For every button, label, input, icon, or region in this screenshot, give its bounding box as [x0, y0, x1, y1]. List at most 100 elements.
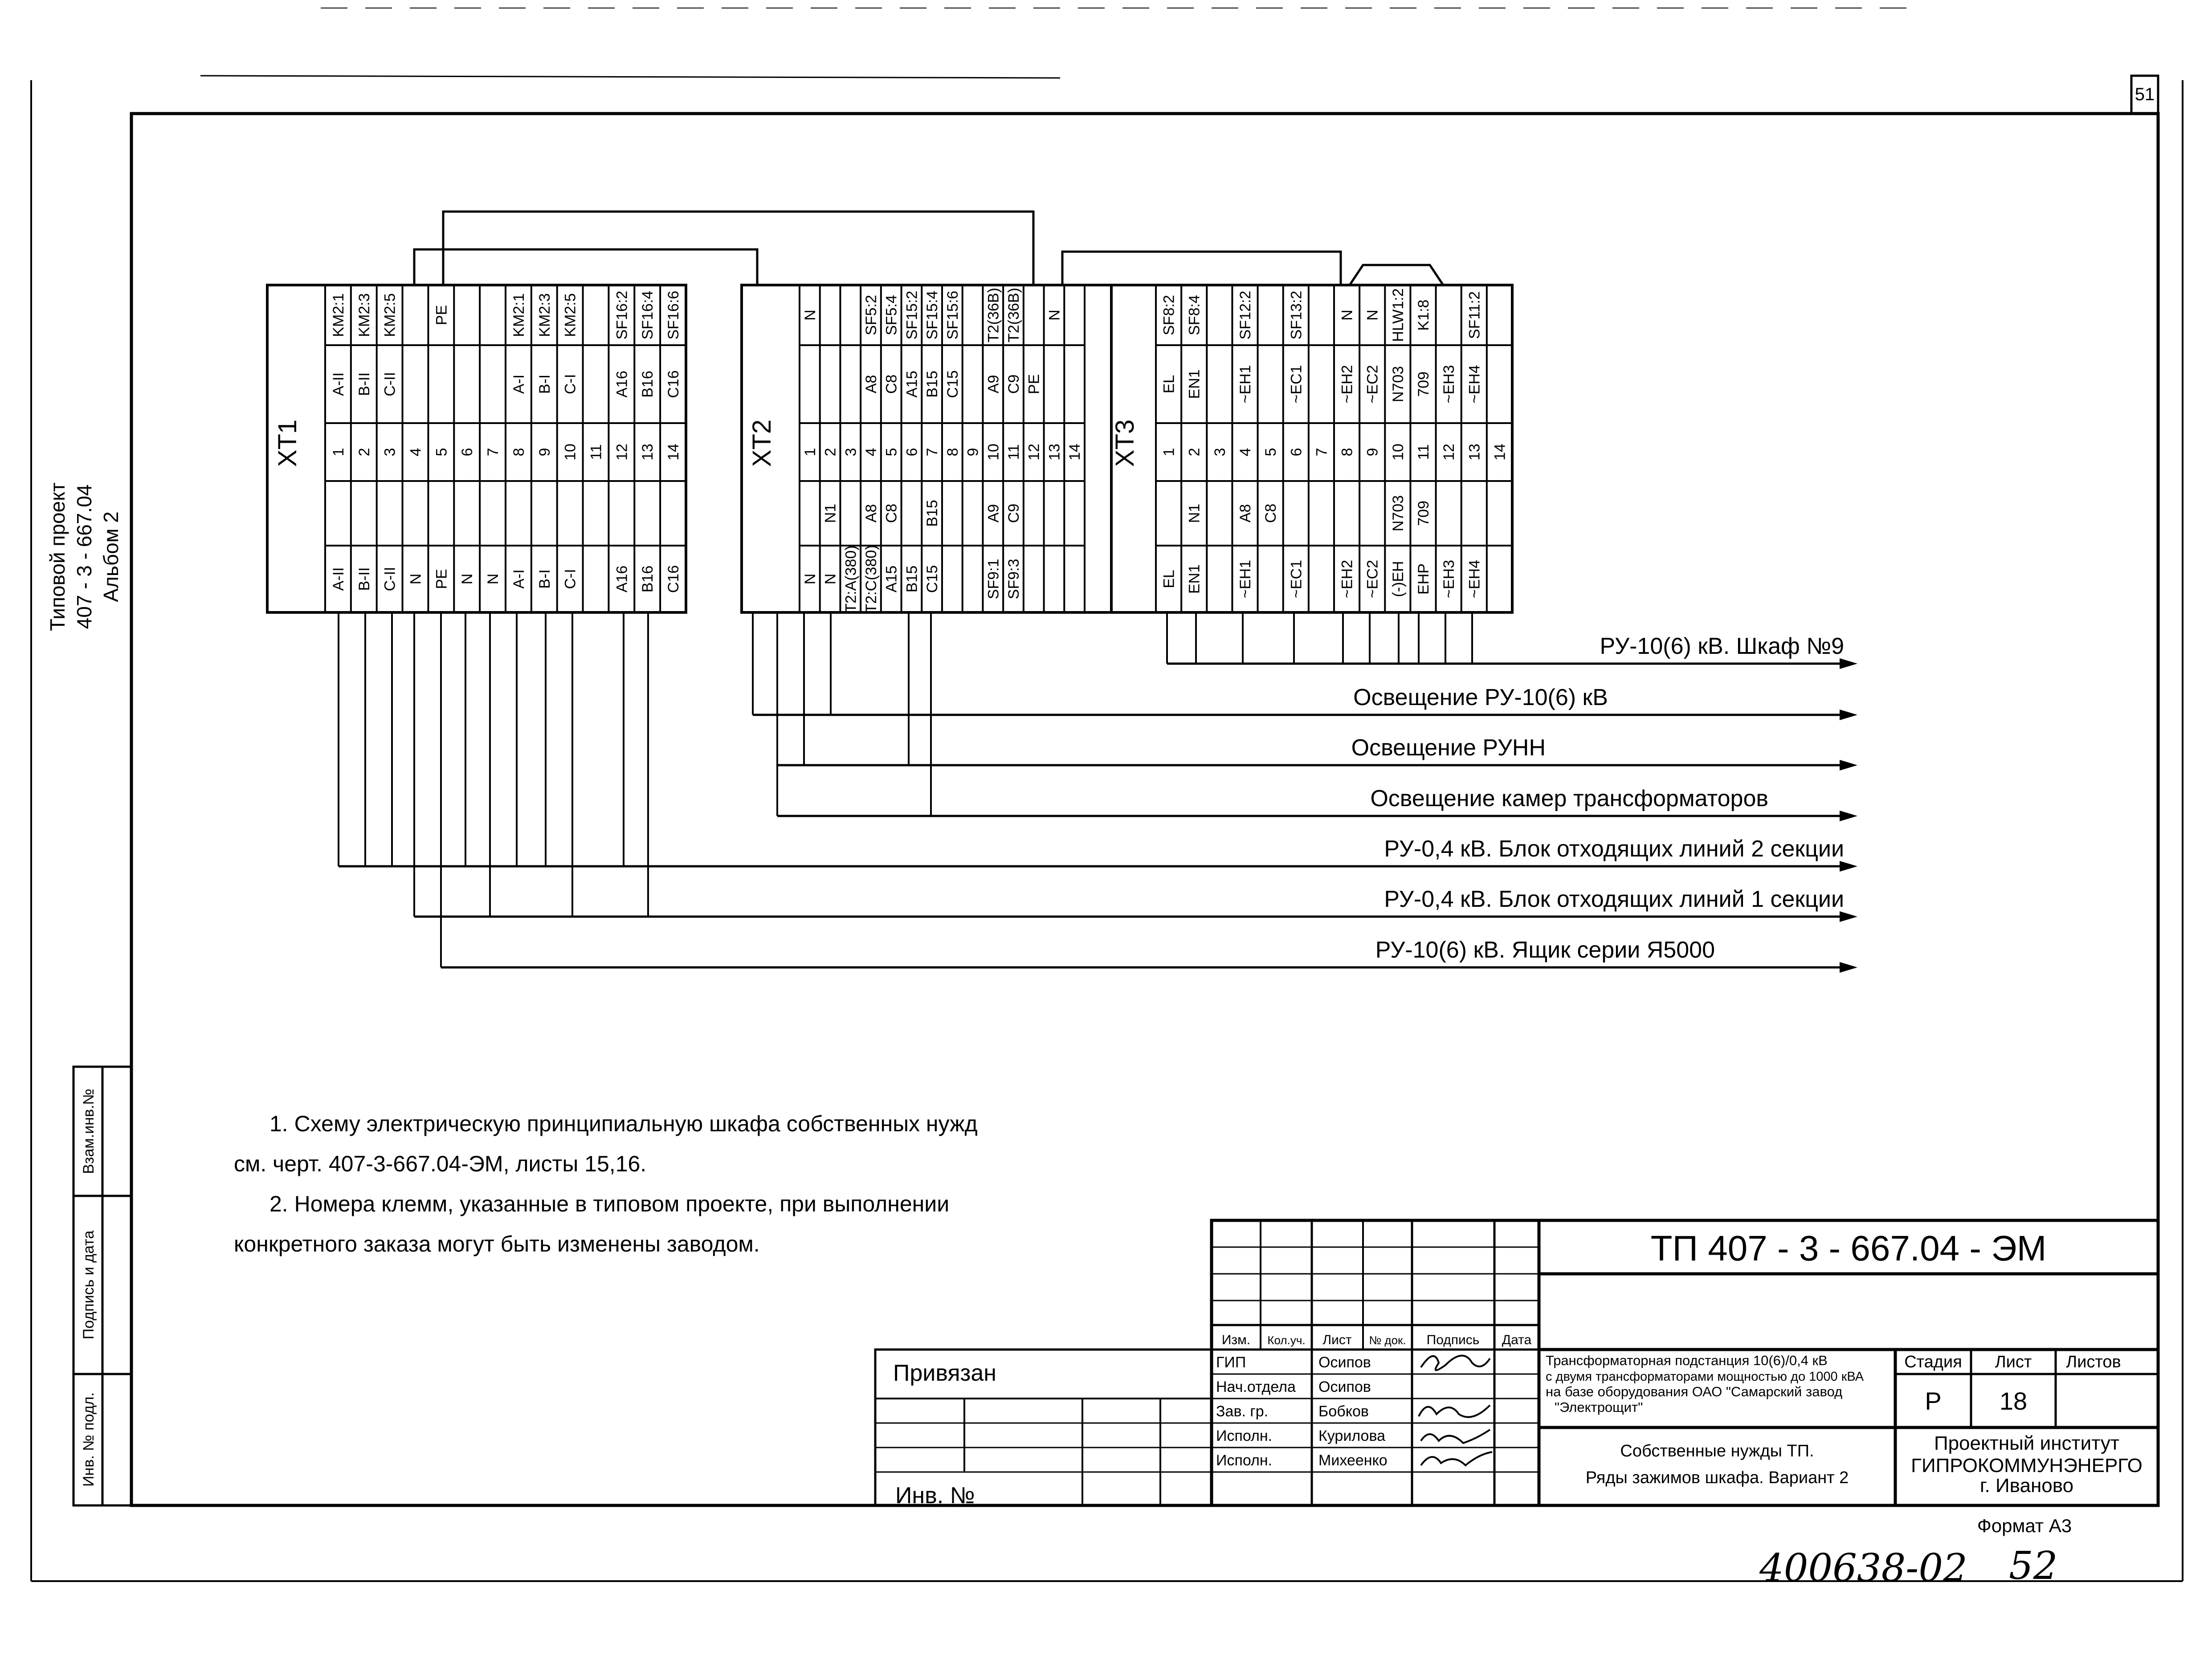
- terminal-number: 2: [356, 448, 373, 457]
- terminal-label: SF16:6: [665, 291, 682, 340]
- terminal-number: 7: [1313, 448, 1330, 457]
- terminal-label: N: [1046, 310, 1063, 321]
- terminal-label: SF8:2: [1161, 295, 1178, 335]
- terminal-number: 9: [536, 448, 553, 457]
- terminal-bottom: (-)EH: [1390, 561, 1407, 597]
- terminal-block-xt1: XT1KM2:1A-II1A-IIKM2:3B-II2B-IIKM2:5C-II…: [266, 284, 687, 614]
- terminal-number: 11: [588, 444, 605, 460]
- terminal-bottom: ~EH3: [1441, 560, 1457, 598]
- terminal-label: SF12:2: [1237, 291, 1254, 340]
- block-name-xt2: XT2: [747, 420, 776, 467]
- terminal-bottom: B15: [903, 566, 920, 593]
- terminal-bottom: EN1: [1186, 564, 1203, 594]
- terminal-number: 7: [924, 448, 941, 457]
- terminal-bottom: N: [459, 574, 476, 585]
- terminal-bottom: A15: [883, 566, 900, 593]
- terminal-number: 3: [382, 448, 399, 457]
- terminal-label: KM2:3: [536, 293, 553, 337]
- terminal-block-xt2: XT2N1N2N1N3T2:A(380)SF5:2A84A8T2:C(380)S…: [740, 284, 1113, 614]
- output-label: РУ-10(6) кВ. Шкаф №9: [1600, 633, 1844, 659]
- terminal-label: HLW1:2: [1390, 288, 1407, 342]
- role-executor-1: Исполн.: [1216, 1427, 1272, 1444]
- terminal-number: 1: [1161, 448, 1178, 457]
- terminal-number: 11: [1415, 444, 1432, 460]
- sheet-value: 18: [2000, 1387, 2027, 1415]
- side-stamp: Типовой проект 407 - 3 - 667.04 Альбом 2: [46, 482, 122, 631]
- terminal-dest: C-II: [382, 372, 399, 396]
- terminal-number: 12: [613, 444, 630, 461]
- terminal-dest: ~EC2: [1364, 365, 1381, 404]
- sheet-label: Лист: [1995, 1353, 2032, 1371]
- output-label: РУ-0,4 кВ. Блок отходящих линий 2 секции: [1384, 836, 1844, 862]
- margin-label-signature-date: Подпись и дата: [80, 1231, 97, 1340]
- stage-label: Стадия: [1904, 1353, 1962, 1371]
- terminal-mid: B15: [924, 500, 941, 527]
- terminal-label: SF15:4: [924, 291, 941, 340]
- terminal-number: 9: [965, 448, 982, 457]
- terminal-number: 10: [562, 444, 579, 461]
- jumper-wires: [413, 210, 1445, 286]
- side-stamp-line-2: 407 - 3 - 667.04: [73, 485, 96, 629]
- terminal-number: 6: [459, 448, 476, 457]
- sheet-number: 51: [2135, 85, 2155, 104]
- margin-label-replaced-inv: Взам.инв.№: [80, 1089, 97, 1174]
- terminal-bottom: SF9:3: [1005, 559, 1022, 599]
- terminal-block-xt3: XT3SF8:2EL1ELSF8:4EN12N1EN13SF12:2~EH14A…: [1110, 284, 1514, 614]
- terminal-number: 8: [1339, 448, 1356, 457]
- terminal-label: SF15:6: [944, 291, 961, 340]
- terminal-number: 6: [1288, 448, 1305, 457]
- terminal-dest: ~EH1: [1237, 365, 1254, 404]
- title-block: [874, 1219, 2160, 1507]
- terminal-mid: C8: [1262, 504, 1279, 523]
- terminal-number: 8: [510, 448, 527, 457]
- terminal-label: SF5:2: [863, 295, 880, 335]
- terminal-number: 2: [1186, 448, 1203, 457]
- col-header-date: Дата: [1502, 1333, 1532, 1347]
- terminal-bottom: A-I: [510, 569, 527, 588]
- terminal-label: K1:8: [1415, 300, 1432, 331]
- terminal-number: 5: [883, 448, 900, 457]
- note-line-2: см. черт. 407-3-667.04-ЭМ, листы 15,16.: [234, 1151, 646, 1176]
- output-line: Освещение РУНН: [777, 735, 1857, 771]
- description-line-2: с двумя трансформаторами мощностью до 10…: [1546, 1370, 1864, 1384]
- output-label: РУ-10(6) кВ. Ящик серии Я5000: [1375, 937, 1715, 963]
- terminal-dest: C-I: [562, 374, 579, 394]
- col-header-doc-no: № док.: [1369, 1333, 1406, 1347]
- output-label: Освещение камер трансформаторов: [1370, 786, 1768, 811]
- note-line-1: 1. Схему электрическую принципиальную шк…: [269, 1111, 978, 1136]
- terminal-dest: ~EH2: [1339, 365, 1356, 404]
- terminal-number: 4: [863, 448, 880, 457]
- terminal-label: KM2:5: [562, 293, 579, 337]
- terminal-dest: EL: [1161, 375, 1178, 394]
- output-label: Освещение РУ-10(6) кВ: [1353, 685, 1608, 710]
- block-name-xt1: XT1: [273, 420, 302, 467]
- note-line-3: 2. Номера клемм, указанные в типовом про…: [269, 1191, 949, 1216]
- terminal-dest: C9: [1005, 375, 1022, 394]
- col-header-count: Кол.уч.: [1267, 1333, 1305, 1347]
- terminal-mid: A8: [863, 504, 880, 523]
- terminal-number: 13: [1046, 444, 1063, 461]
- terminal-label: SF13:2: [1288, 291, 1305, 340]
- sheet-frame: [30, 8, 2183, 1582]
- terminal-dest: 709: [1415, 371, 1432, 397]
- terminal-bottom: B16: [639, 566, 656, 593]
- terminal-number: 14: [665, 444, 682, 461]
- terminal-number: 2: [822, 448, 839, 457]
- terminal-mid: N1: [822, 504, 839, 523]
- terminal-number: 13: [1466, 444, 1483, 461]
- terminal-number: 1: [330, 448, 347, 457]
- output-wires: РУ-10(6) кВ. Шкаф №9 Освещение РУ-10(6) к…: [338, 612, 1857, 973]
- terminal-bottom: ~EC1: [1288, 560, 1305, 598]
- terminal-bottom: N: [408, 574, 424, 585]
- terminal-label: KM2:5: [382, 293, 399, 337]
- terminal-label: N: [1339, 310, 1356, 321]
- format-label: Формат А3: [1977, 1515, 2072, 1536]
- terminal-bottom: EHP: [1415, 563, 1432, 595]
- terminal-mid: C9: [1005, 504, 1022, 523]
- signatures: [1418, 1354, 1493, 1467]
- sheet-title-line-2: Ряды зажимов шкафа. Вариант 2: [1586, 1468, 1849, 1487]
- terminal-blocks: XT1KM2:1A-II1A-IIKM2:3B-II2B-IIKM2:5C-II…: [266, 284, 1514, 614]
- terminal-bottom: C-I: [562, 569, 579, 589]
- terminal-bottom: C-II: [382, 567, 399, 591]
